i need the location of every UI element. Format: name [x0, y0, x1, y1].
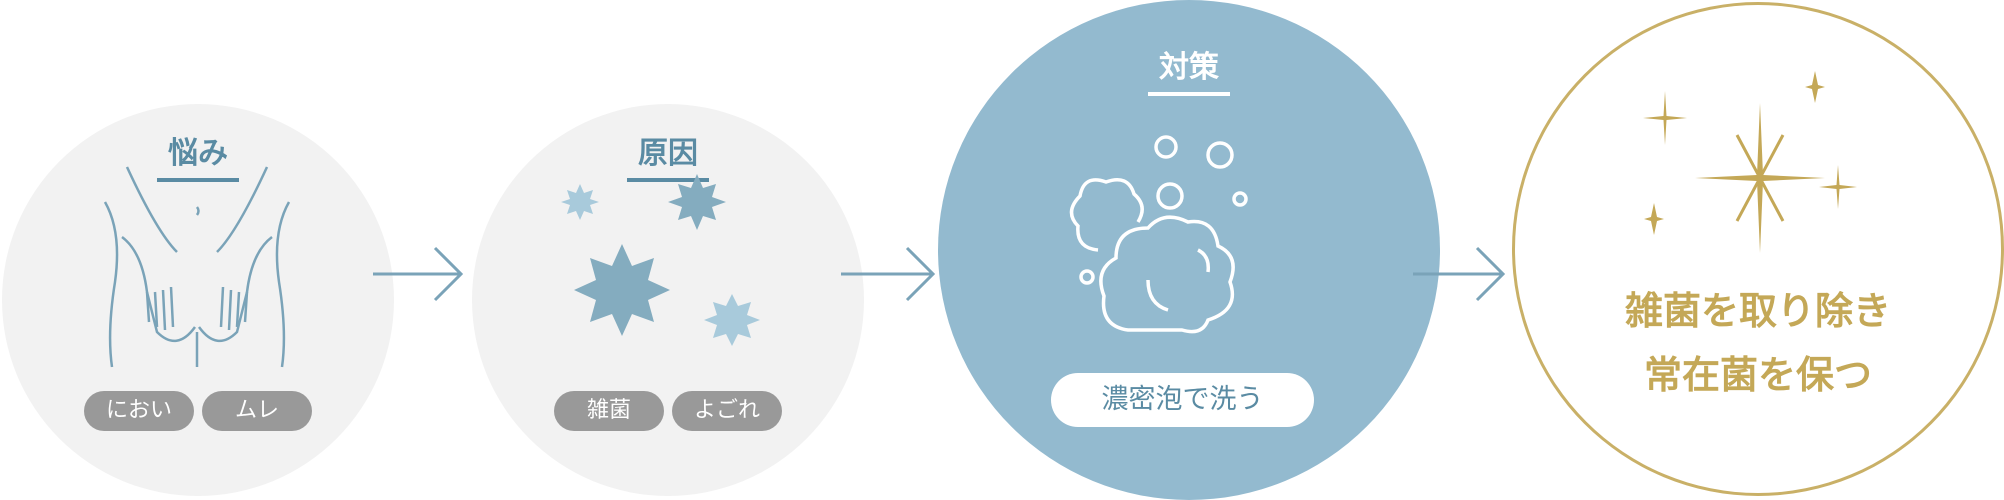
- step-title: 対策: [1159, 50, 1219, 85]
- step-solution: 対策 濃密泡で洗う: [938, 0, 1440, 500]
- sparkle-icon: [1643, 71, 1857, 253]
- step-title: 原因: [638, 136, 698, 171]
- tag-dirt: よごれ: [672, 391, 782, 431]
- result-line-2: 常在菌を保つ: [1643, 353, 1872, 397]
- step-title: 悩み: [168, 136, 228, 171]
- germ-large: [574, 244, 670, 336]
- arrow-right-icon: [1413, 246, 1506, 302]
- title-underline: [1148, 92, 1230, 96]
- step-cause: 原因 雑菌 よごれ: [472, 104, 864, 496]
- step-result: 雑菌を取り除き 常在菌を保つ: [1512, 2, 2004, 496]
- foam-bubbles-icon: [1069, 135, 1248, 334]
- result-line-1: 雑菌を取り除き: [1624, 289, 1891, 333]
- title-underline: [627, 178, 709, 182]
- method-badge: 濃密泡で洗う: [1051, 373, 1314, 427]
- tag-stuffiness: ムレ: [202, 391, 312, 431]
- title-underline: [157, 178, 239, 182]
- germ-medium: [668, 174, 726, 230]
- germ-small: [704, 294, 760, 346]
- germ-small: [561, 184, 599, 220]
- step-worry: 悩み におい ムレ: [2, 104, 394, 496]
- arrow-right-icon: [841, 246, 936, 302]
- tag-bacteria: 雑菌: [554, 391, 664, 431]
- germs-icon: [561, 174, 760, 346]
- arrow-right-icon: [373, 246, 464, 302]
- tag-odor: におい: [84, 391, 194, 431]
- body-hands-icon: [103, 166, 291, 368]
